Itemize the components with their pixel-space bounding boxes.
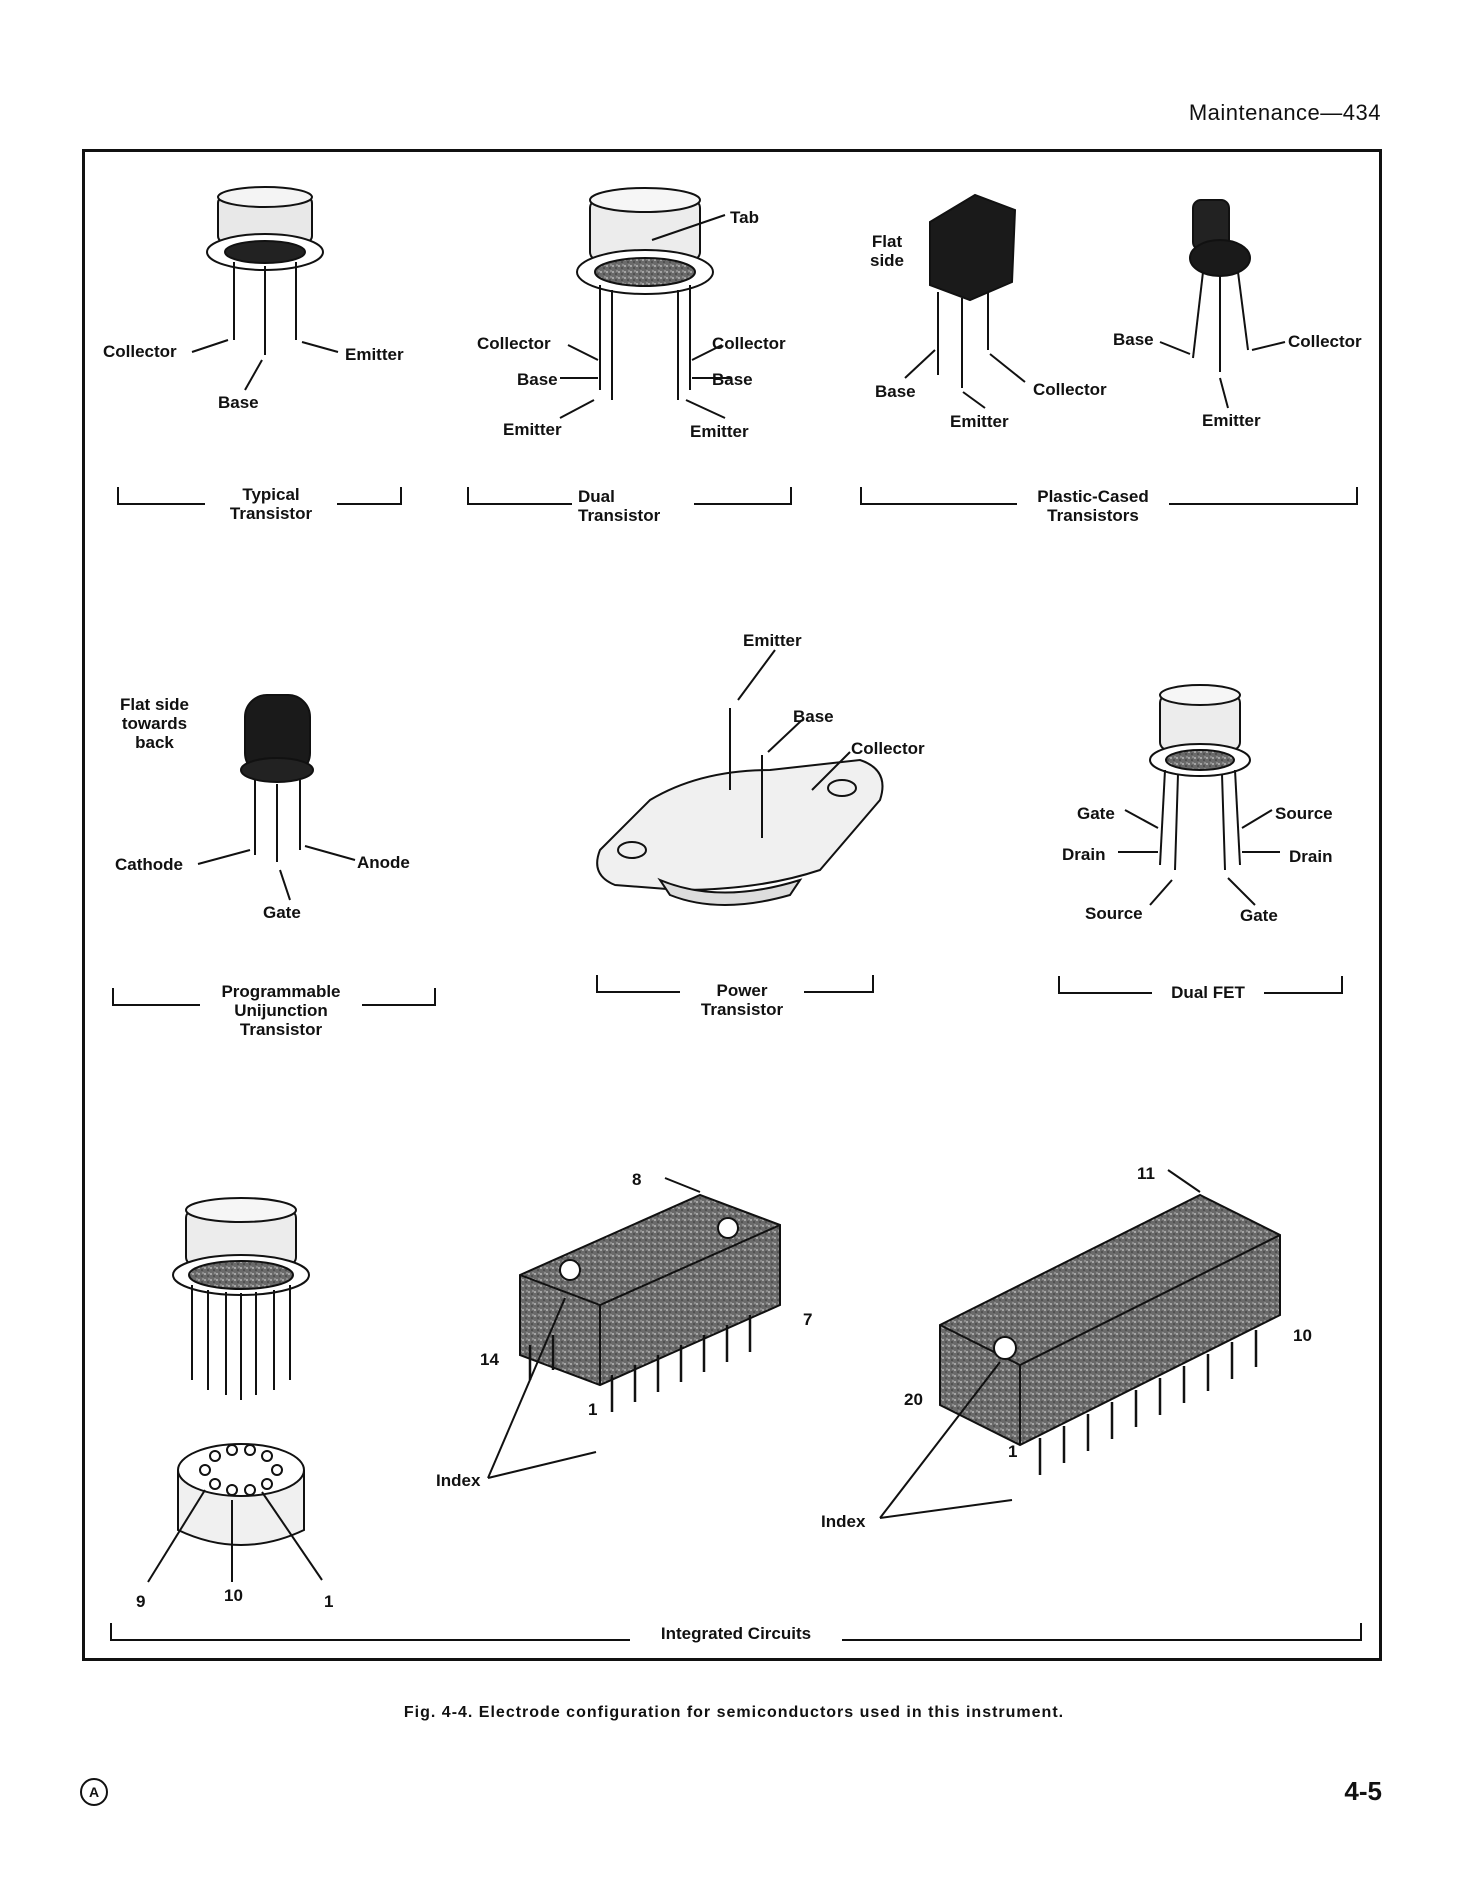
label-dip14-pin-8: 8 [632,1170,642,1189]
label-emitter-plastic-1: Emitter [950,412,1009,431]
label-cathode: Cathode [115,855,183,874]
label-dip20-pin-1: 1 [1008,1442,1018,1461]
label-gate-fet-right: Gate [1240,906,1278,925]
label-flat-side: Flat side [870,232,905,270]
typical-transistor-drawing [191,186,339,391]
label-base-right: Base [712,370,753,389]
plastic-transistor-1-drawing [904,193,1026,409]
put-drawing [197,694,356,901]
group-label-dual-fet: Dual FET [1152,983,1264,1002]
label-emitter: Emitter [345,345,404,364]
label-pin-10: 10 [224,1586,243,1605]
label-dip20-pin-11: 11 [1137,1164,1155,1183]
figure-caption: Fig. 4-4. Electrode configuration for se… [403,1704,1065,1721]
label-emitter-plastic-2: Emitter [1202,411,1261,430]
revision-mark: A [80,1778,108,1806]
group-label-power-transistor: Power Transistor [680,981,804,1019]
label-dip14-pin-1: 1 [588,1400,598,1419]
label-source-fet-left: Source [1085,904,1143,923]
label-gate-put: Gate [263,903,301,922]
group-label-programmable-unijunction-transistor: Programmable Unijunction Transistor [200,982,362,1039]
label-emitter-left: Emitter [503,420,562,439]
label-base-left: Base [517,370,558,389]
label-collector-left: Collector [477,334,551,353]
ic-can-drawing [147,1197,323,1583]
label-collector: Collector [103,342,177,361]
label-base: Base [218,393,259,412]
label-drain-fet-right: Drain [1289,847,1333,866]
dual-transistor-drawing [559,187,732,419]
label-collector-power: Collector [851,739,925,758]
label-collector-plastic-2: Collector [1288,332,1362,351]
group-label-integrated-circuits: Integrated Circuits [630,1624,842,1643]
label-collector-plastic-1: Collector [1033,380,1107,399]
group-label-typical-transistor: Typical Transistor [205,485,337,523]
page-number: 4-5 [1344,1776,1382,1806]
label-drain-fet-left: Drain [1062,845,1106,864]
group-label-dual-transistor: Dual Transistor [572,487,694,525]
label-emitter-right: Emitter [690,422,749,441]
label-pin-1: 1 [324,1592,334,1611]
power-transistor-drawing [596,649,884,906]
label-source-fet-right: Source [1275,804,1333,823]
label-tab: Tab [730,208,759,227]
label-flat-side-towards-back: Flat side towards back [120,695,189,752]
group-label-plastic-cased-transistors: Plastic-Cased Transistors [1017,487,1169,525]
label-emitter-power: Emitter [743,631,802,650]
label-base-plastic-2: Base [1113,330,1154,349]
label-pin-9: 9 [136,1592,146,1611]
label-anode: Anode [357,853,410,872]
label-dip20-pin-10: 10 [1293,1326,1312,1345]
label-base-power: Base [793,707,834,726]
label-collector-right: Collector [712,334,786,353]
label-dip20-pin-20: 20 [904,1390,923,1409]
label-dip14-pin-14: 14 [480,1350,499,1369]
label-dip14-index: Index [436,1471,481,1490]
figure-frame [82,149,1382,1661]
label-gate-fet-left: Gate [1077,804,1115,823]
plastic-transistor-2-drawing [1159,199,1286,409]
label-dip14-pin-7: 7 [803,1310,813,1329]
page-header: Maintenance—434 [1188,100,1381,125]
ic-dip14-drawing [487,1177,781,1479]
label-base-plastic-1: Base [875,382,916,401]
ic-dip20-drawing [879,1169,1281,1519]
dual-fet-drawing [1118,684,1280,906]
label-dip20-index: Index [821,1512,866,1531]
